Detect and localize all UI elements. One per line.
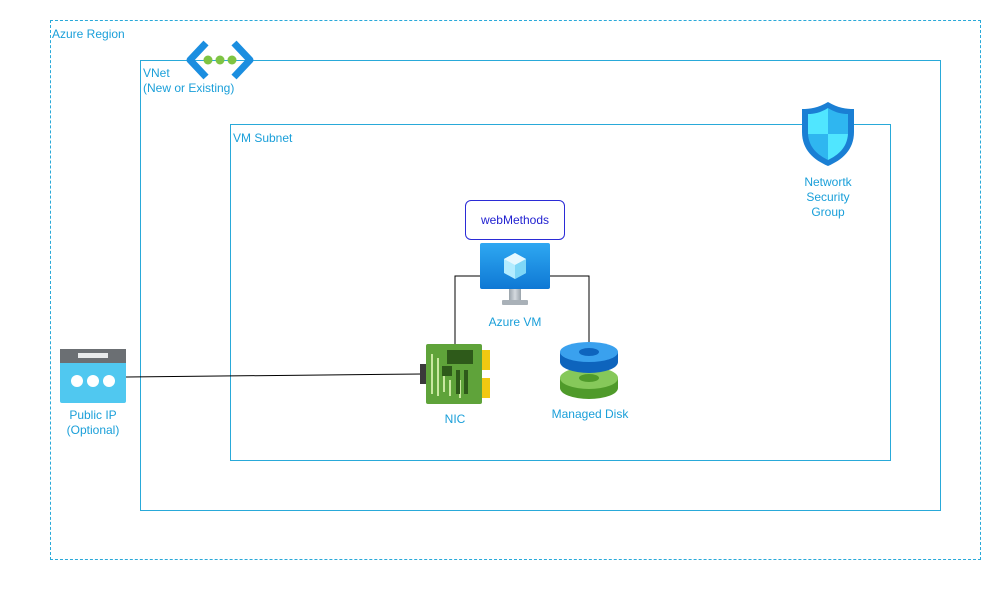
- vm-subnet-boundary: [230, 124, 891, 461]
- public-ip-icon: [60, 349, 126, 403]
- publicip-to-nic-connector: [124, 373, 423, 378]
- shield-icon: [802, 102, 854, 166]
- vnet-label: VNet (New or Existing): [143, 66, 234, 96]
- public-ip-label-line1: Public IP: [69, 408, 117, 422]
- vnet-boundary: [140, 60, 941, 511]
- network-card-icon: [420, 344, 490, 404]
- nsg-label-line1: Networtk: [804, 175, 852, 189]
- vm-to-nic-connector: [454, 275, 480, 347]
- vnet-label-line1: VNet: [143, 66, 170, 80]
- azure-region-label: Azure Region: [52, 27, 125, 41]
- nsg-label: Networtk Security Group: [790, 175, 866, 220]
- vm-to-disk-connector: [549, 275, 590, 348]
- azure-vm-label: Azure VM: [488, 315, 542, 329]
- webmethods-label: webMethods: [480, 213, 550, 227]
- nsg-label-line2: Security: [806, 190, 850, 204]
- public-ip-label: Public IP (Optional): [52, 408, 134, 438]
- managed-disk-icon: [560, 342, 618, 399]
- nsg-label-line3: Group: [811, 205, 845, 219]
- public-ip-label-line2: (Optional): [66, 423, 120, 437]
- managed-disk-label: Managed Disk: [551, 407, 629, 421]
- azure-region-boundary: [50, 20, 981, 560]
- virtual-machine-icon: [480, 243, 550, 305]
- vnet-icon: [186, 40, 254, 80]
- webmethods-box[interactable]: webMethods: [465, 200, 565, 240]
- vnet-label-line2: (New or Existing): [143, 81, 235, 95]
- nic-label: NIC: [444, 412, 466, 426]
- vm-subnet-label: VM Subnet: [233, 131, 293, 145]
